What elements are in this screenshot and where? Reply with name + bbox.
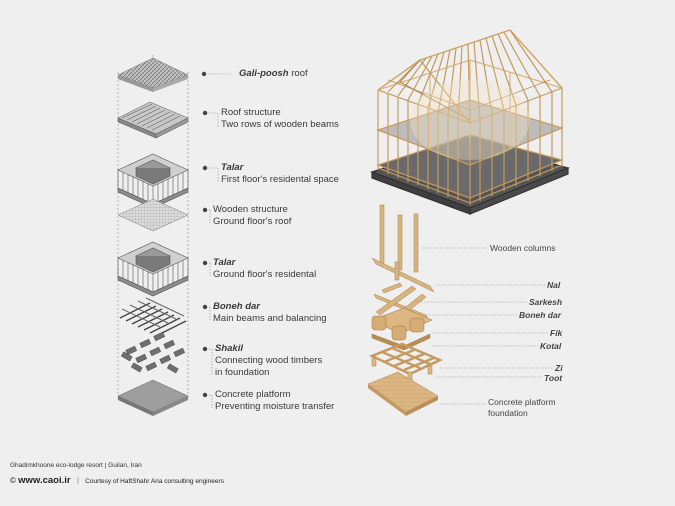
copyright-symbol: © xyxy=(10,476,16,485)
credit-line: © www.caoi.ir | Courtesy of HaftShahr Ar… xyxy=(10,475,224,486)
label-title: Talar xyxy=(221,162,244,173)
light-haze xyxy=(410,80,530,160)
label-boneh-dar-component: Boneh dar xyxy=(519,310,562,320)
layer-roof-structure xyxy=(117,101,189,139)
layer-concrete-platform xyxy=(117,379,189,416)
project-caption: Ghadimkhoone eco-lodge resort | Guilan, … xyxy=(10,462,142,469)
label-line-1: Ground floor's residental xyxy=(213,269,317,280)
label-line-2: Preventing moisture transfer xyxy=(215,401,335,412)
label-foundation-right: foundation xyxy=(488,408,528,418)
component-zi-toot xyxy=(368,342,444,381)
layer-ground-floor-roof xyxy=(117,198,189,232)
credit-separator: | xyxy=(76,476,79,485)
component-wooden-columns xyxy=(371,204,435,293)
label-wooden-columns: Wooden columns xyxy=(490,243,556,253)
component-fik-kotal xyxy=(371,307,433,351)
label-line-2: in foundation xyxy=(215,367,270,378)
label-fik: Fik xyxy=(550,328,563,338)
label-line-1: Concrete platform xyxy=(215,389,291,400)
component-foundation xyxy=(367,371,439,416)
label-line-1: Connecting wood timbers xyxy=(215,355,323,366)
label-nal: Nal xyxy=(547,280,561,290)
label-line-1: First floor's residental space xyxy=(221,174,339,185)
site-link[interactable]: www.caoi.ir xyxy=(18,475,71,486)
layer-galiposh-roof xyxy=(117,57,189,92)
label-concrete-platform-right: Concrete platform xyxy=(488,397,556,407)
label-title: Shakil xyxy=(215,343,243,354)
layer-talar-ground-floor xyxy=(117,241,189,297)
label-line-1: Main beams and balancing xyxy=(213,313,327,324)
right-leaders xyxy=(418,247,553,405)
layer-shakil xyxy=(120,331,186,374)
label-line-1: Wooden structure xyxy=(213,204,288,215)
label-zi: Zi xyxy=(555,363,563,373)
label-toot: Toot xyxy=(544,373,563,383)
label-suffix: roof xyxy=(288,68,308,79)
label-line-2: Two rows of wooden beams xyxy=(221,119,339,130)
label-line-1: Roof structure xyxy=(221,107,281,118)
layer-talar-first-floor xyxy=(117,153,189,209)
label-title: Gali-poosh xyxy=(239,68,289,79)
house-frame-model xyxy=(370,29,570,215)
label-sarkesh: Sarkesh xyxy=(529,297,563,307)
layer-boneh-dar xyxy=(119,297,187,337)
left-bullets xyxy=(201,71,208,398)
courtesy-text: Courtesy of HaftShahr Aria consulting en… xyxy=(85,478,224,485)
label-line-2: Ground floor's roof xyxy=(213,216,292,227)
label-title: Talar xyxy=(213,257,236,268)
label-galiposh-roof: Gali-poosh roof xyxy=(239,68,308,80)
label-kotal: Kotal xyxy=(540,341,562,351)
label-title: Boneh dar xyxy=(213,301,260,312)
